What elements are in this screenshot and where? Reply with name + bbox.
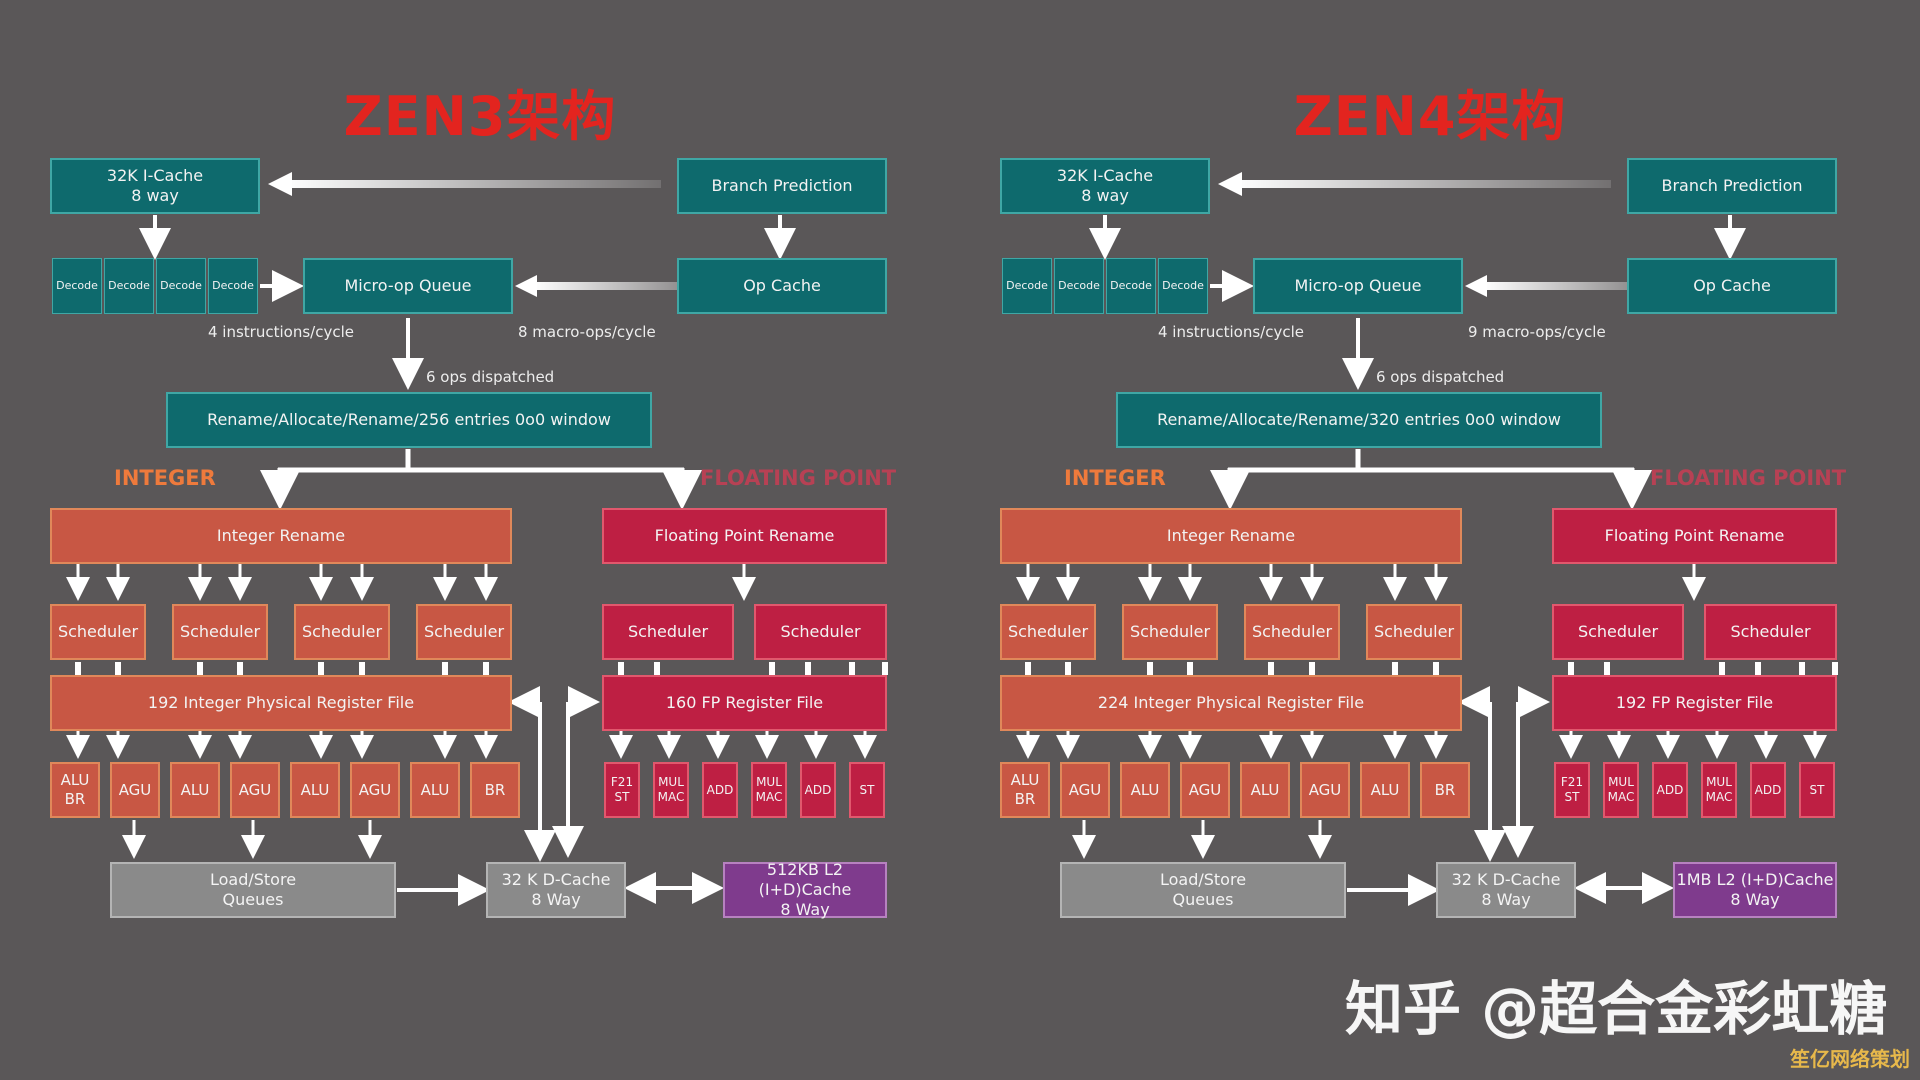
integer-unit-2: AGU	[110, 762, 160, 818]
decode-box-4: Decode	[1158, 258, 1208, 314]
integer-unit-3: ALU	[1120, 762, 1170, 818]
branch-prediction-box: Branch Prediction	[1627, 158, 1837, 214]
op-cache-box: Op Cache	[1627, 258, 1837, 314]
rename-allocate-box: Rename/Allocate/Rename/320 entries 0o0 w…	[1116, 392, 1602, 448]
load-store-queues-box: Load/Store Queues	[110, 862, 396, 918]
floating-point-section-label: FLOATING POINT	[1650, 466, 1847, 490]
dcache-box: 32 K D-Cache 8 Way	[486, 862, 626, 918]
integer-unit-7: ALU	[1360, 762, 1410, 818]
fp-scheduler-2: Scheduler	[1704, 604, 1837, 660]
icache-box: 32K I-Cache 8 way	[1000, 158, 1210, 214]
integer-register-file-box: 224 Integer Physical Register File	[1000, 675, 1462, 731]
integer-rename-box: Integer Rename	[1000, 508, 1462, 564]
l2-cache-box: 512KB L2 (I+D)Cache 8 Way	[723, 860, 887, 919]
integer-section-label: INTEGER	[1064, 466, 1166, 490]
integer-unit-1: ALU BR	[1000, 762, 1050, 818]
integer-unit-1: ALU BR	[50, 762, 100, 818]
integer-rename-box: Integer Rename	[50, 508, 512, 564]
fp-unit-6: ST	[849, 762, 885, 818]
instructions-rate-label: 4 instructions/cycle	[1158, 323, 1304, 341]
micro-op-queue-box: Micro-op Queue	[303, 258, 513, 314]
fp-scheduler-1: Scheduler	[1552, 604, 1684, 660]
fp-unit-6: ST	[1799, 762, 1835, 818]
zen3-arrows	[66, 172, 888, 906]
zen4-arrows	[1016, 172, 1838, 906]
zen3-panel: ZEN3架构 32K I-Cache 8 way Branch Prediction…	[50, 85, 897, 919]
integer-unit-6: AGU	[1300, 762, 1350, 818]
decode-box-3: Decode	[156, 258, 206, 314]
integer-section-label: INTEGER	[114, 466, 216, 490]
fp-unit-2: MUL MAC	[1603, 762, 1639, 818]
ops-dispatched-label: 6 ops dispatched	[1376, 368, 1505, 386]
decode-box-1: Decode	[1002, 258, 1052, 314]
corner-watermark: 笙亿网络策划	[1790, 1047, 1910, 1071]
integer-scheduler-4: Scheduler	[416, 604, 512, 660]
integer-register-file-box: 192 Integer Physical Register File	[50, 675, 512, 731]
integer-unit-3: ALU	[170, 762, 220, 818]
watermark-text: 知乎 @超合金彩虹糖	[1345, 975, 1888, 1043]
decode-box-2: Decode	[1054, 258, 1104, 314]
fp-unit-2: MUL MAC	[653, 762, 689, 818]
macro-ops-rate-label: 8 macro-ops/cycle	[518, 323, 656, 341]
integer-unit-6: AGU	[350, 762, 400, 818]
fp-unit-1: F21 ST	[1554, 762, 1590, 818]
op-cache-box: Op Cache	[677, 258, 887, 314]
macro-ops-rate-label: 9 macro-ops/cycle	[1468, 323, 1606, 341]
fp-unit-4: MUL MAC	[751, 762, 787, 818]
integer-scheduler-3: Scheduler	[294, 604, 390, 660]
integer-scheduler-3: Scheduler	[1244, 604, 1340, 660]
integer-unit-2: AGU	[1060, 762, 1110, 818]
fp-rename-box: Floating Point Rename	[602, 508, 887, 564]
integer-unit-5: ALU	[1240, 762, 1290, 818]
integer-scheduler-1: Scheduler	[1000, 604, 1096, 660]
fp-register-file-box: 192 FP Register File	[1552, 675, 1837, 731]
fp-unit-5: ADD	[1750, 762, 1786, 818]
icache-box: 32K I-Cache 8 way	[50, 158, 260, 214]
zen4-panel: ZEN4架构 32K I-Cache 8 way Branch Prediction…	[950, 0, 1910, 1080]
integer-unit-4: AGU	[230, 762, 280, 818]
load-store-queues-box: Load/Store Queues	[1060, 862, 1346, 918]
dcache-box: 32 K D-Cache 8 Way	[1436, 862, 1576, 918]
fp-register-file-box: 160 FP Register File	[602, 675, 887, 731]
fp-scheduler-2: Scheduler	[754, 604, 887, 660]
integer-unit-7: ALU	[410, 762, 460, 818]
integer-unit-8: BR	[1420, 762, 1470, 818]
decode-box-1: Decode	[52, 258, 102, 314]
integer-unit-5: ALU	[290, 762, 340, 818]
fp-unit-5: ADD	[800, 762, 836, 818]
integer-scheduler-1: Scheduler	[50, 604, 146, 660]
zen3-title: ZEN3架构	[343, 85, 617, 148]
fp-unit-1: F21 ST	[604, 762, 640, 818]
fp-rename-box: Floating Point Rename	[1552, 508, 1837, 564]
fp-unit-3: ADD	[1652, 762, 1688, 818]
integer-unit-8: BR	[470, 762, 520, 818]
zen4-title: ZEN4架构	[1293, 85, 1567, 148]
integer-scheduler-2: Scheduler	[172, 604, 268, 660]
fp-unit-3: ADD	[702, 762, 738, 818]
floating-point-section-label: FLOATING POINT	[700, 466, 897, 490]
fp-scheduler-1: Scheduler	[602, 604, 734, 660]
rename-allocate-box: Rename/Allocate/Rename/256 entries 0o0 w…	[166, 392, 652, 448]
decode-box-4: Decode	[208, 258, 258, 314]
l2-cache-box: 1MB L2 (I+D)Cache 8 Way	[1673, 862, 1837, 918]
decode-box-2: Decode	[104, 258, 154, 314]
instructions-rate-label: 4 instructions/cycle	[208, 323, 354, 341]
integer-scheduler-4: Scheduler	[1366, 604, 1462, 660]
integer-scheduler-2: Scheduler	[1122, 604, 1218, 660]
integer-unit-4: AGU	[1180, 762, 1230, 818]
micro-op-queue-box: Micro-op Queue	[1253, 258, 1463, 314]
ops-dispatched-label: 6 ops dispatched	[426, 368, 555, 386]
decode-box-3: Decode	[1106, 258, 1156, 314]
branch-prediction-box: Branch Prediction	[677, 158, 887, 214]
fp-unit-4: MUL MAC	[1701, 762, 1737, 818]
